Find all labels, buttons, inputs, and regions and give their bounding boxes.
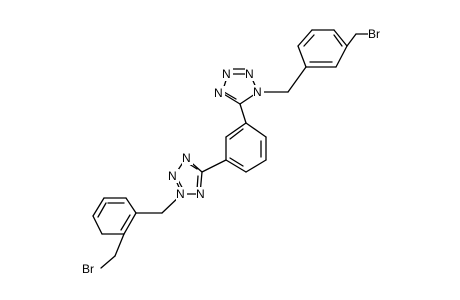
bond bbox=[297, 45, 307, 68]
double-bond-inner bbox=[229, 157, 244, 167]
nitrogen-atom-label: N bbox=[222, 67, 231, 81]
double-bond-inner bbox=[223, 91, 237, 100]
bond bbox=[245, 159, 267, 173]
double-bond-inner bbox=[303, 34, 315, 47]
bromine-atom-label: Br bbox=[368, 27, 380, 41]
bond bbox=[245, 122, 267, 138]
bromine-atom-label: Br bbox=[82, 262, 94, 276]
double-bond-inner bbox=[333, 34, 343, 47]
bond bbox=[92, 197, 105, 217]
double-bond-inner bbox=[97, 202, 107, 218]
nitrogen-atom-label: N bbox=[196, 187, 205, 201]
nitrogen-atom-label: N bbox=[245, 67, 254, 81]
double-bond-inner bbox=[229, 128, 244, 140]
bond bbox=[114, 233, 125, 257]
bond bbox=[333, 29, 348, 47]
bond bbox=[287, 66, 307, 93]
nitrogen-atom-label: N bbox=[253, 85, 262, 99]
bond bbox=[225, 159, 247, 173]
upper-bromomethyl-benzyl-ring bbox=[287, 29, 369, 93]
bond bbox=[123, 212, 137, 235]
nitrogen-atom-label: N bbox=[182, 151, 191, 165]
bond bbox=[346, 33, 357, 47]
lower-tetrazole-ring bbox=[161, 157, 227, 214]
lower-bromomethyl-benzyl-ring bbox=[92, 197, 163, 269]
bond bbox=[297, 29, 313, 47]
bond bbox=[335, 45, 348, 68]
nitrogen-atom-label: N bbox=[214, 86, 223, 100]
bond bbox=[239, 103, 247, 124]
central-benzene-ring bbox=[225, 122, 267, 173]
bond bbox=[225, 122, 247, 138]
bond bbox=[201, 159, 227, 173]
bond bbox=[100, 255, 116, 269]
bond bbox=[92, 215, 103, 235]
nitrogen-atom-label: N bbox=[176, 187, 185, 201]
nitrogen-atom-label: N bbox=[168, 169, 177, 183]
bond bbox=[125, 197, 137, 214]
double-bond-inner bbox=[120, 214, 131, 231]
atom-labels: Br Br N N N N N N N N bbox=[82, 27, 384, 276]
